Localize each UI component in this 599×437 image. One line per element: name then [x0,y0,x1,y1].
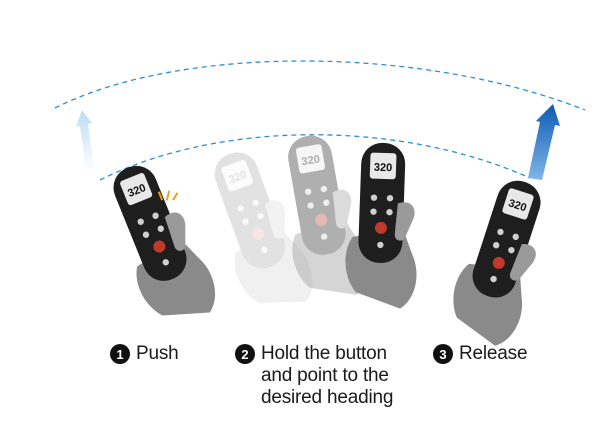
inner-arc [99,134,531,181]
step-number-3: 3 [433,344,453,364]
start-direction-arrow [76,110,94,172]
remote-step-hold [343,141,422,310]
step-3: 3 Release [433,343,528,365]
step-1: 1 Push [110,343,179,365]
step-2: 2 Hold the button and point to the desir… [235,343,393,409]
outer-arc [54,60,586,111]
remote-step-release [441,171,561,351]
step-number-1: 1 [110,344,130,364]
end-direction-arrow [528,104,560,180]
remote-step-push [95,153,224,334]
step-label-release: Release [459,343,528,364]
step-label-hold: Hold the button and point to the desired… [261,343,394,408]
step-number-2: 2 [235,344,255,364]
step-label-push: Push [136,343,179,364]
